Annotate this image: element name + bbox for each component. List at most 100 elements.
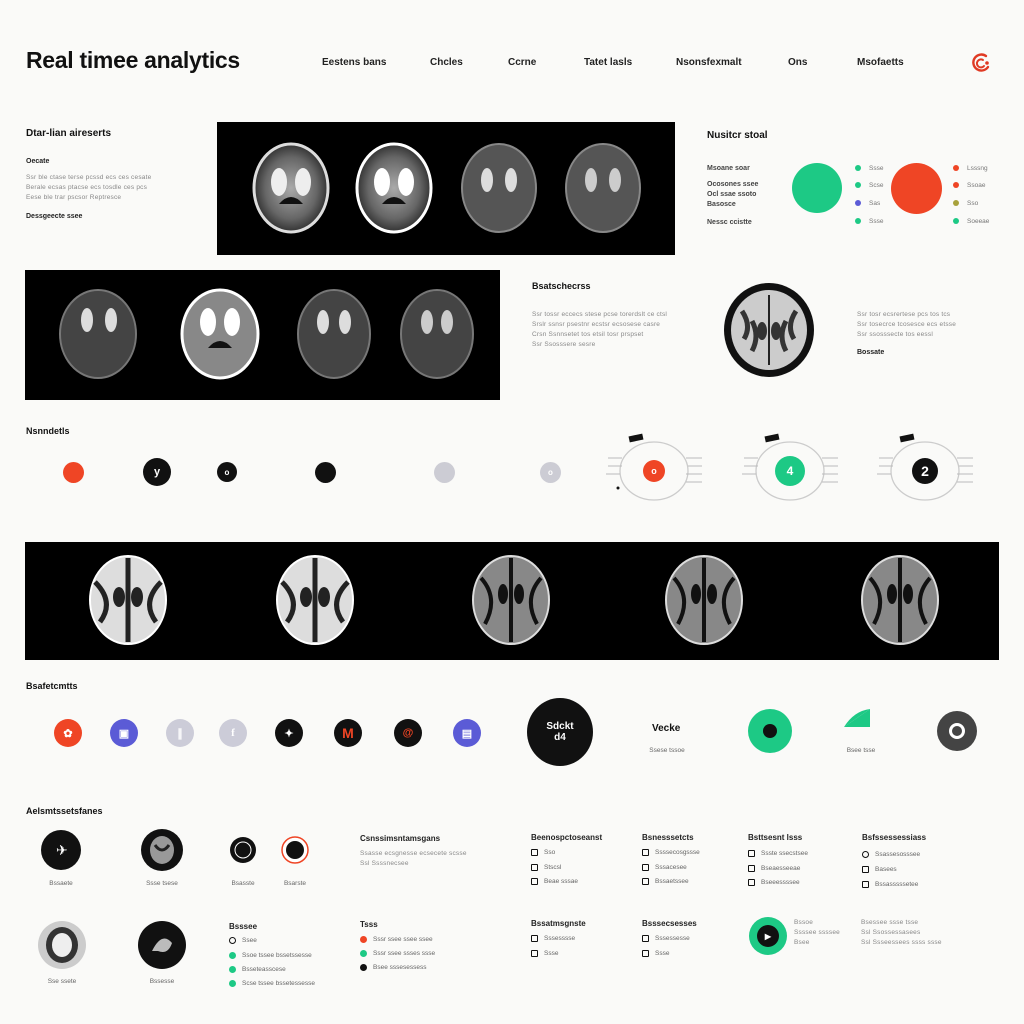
list-item[interactable]: Ssee [229, 937, 257, 944]
avatar-red-ring-icon[interactable] [281, 836, 309, 864]
list-item[interactable]: Basees [862, 866, 897, 873]
facebook-icon[interactable]: f [219, 719, 247, 747]
gray-o-icon[interactable]: o [540, 462, 561, 483]
brain-scan [472, 555, 550, 645]
gray-dot-icon[interactable] [434, 462, 455, 483]
right-info-heading: Nusitcr stoal [707, 130, 768, 141]
thumb-label: Ssse tsese [146, 880, 178, 887]
scan-panel-mid [25, 270, 500, 400]
icon-sublabel: Bsee tsse [846, 747, 876, 754]
brand-logo-icon[interactable] [968, 50, 994, 76]
list-item[interactable]: Bssasssssetee [862, 881, 918, 888]
dial-widget-2[interactable] [740, 433, 840, 503]
avatar[interactable] [41, 830, 81, 870]
left-info-footer: Dessgeecte ssee [26, 213, 83, 220]
avatar-swirl-icon[interactable] [138, 921, 186, 969]
thumb-label: Sse ssete [47, 978, 77, 985]
text-line: Berale ecsas ptacse ecs tosdle ces pcs [26, 184, 148, 191]
mid-info-text: Ssr tossr eccecs stese pcse torerdslt ce… [532, 311, 668, 348]
brain-scan [252, 142, 330, 234]
thumb-label: Bssesse [149, 978, 175, 985]
status-red-circle [891, 163, 942, 214]
list-item[interactable]: Sssesssse [531, 935, 575, 942]
o-icon[interactable]: o [217, 462, 237, 482]
col-title: Bsfssessessiass [862, 833, 927, 842]
list-item[interactable]: Beae sssae [531, 878, 578, 885]
list-item[interactable]: Bssaetssee [642, 878, 689, 885]
list-item[interactable]: Ssoe tssee bssetssesse [229, 952, 312, 959]
twitter-icon[interactable]: ✦ [275, 719, 303, 747]
nav-item-3[interactable]: Ccrne [508, 57, 537, 68]
list-item[interactable]: Ssse [642, 950, 669, 957]
app-icon[interactable]: ▣ [110, 719, 138, 747]
col-title: Beenospctoseanst [531, 833, 603, 842]
right-label: Ocosones ssee [707, 181, 759, 188]
legend-item: Soeeae [953, 218, 989, 225]
right-label: Msoane soar [707, 165, 750, 172]
brain-scan [276, 555, 354, 645]
verb-sublabel: Ssese tssoe [649, 747, 685, 754]
list-item[interactable]: Sssr ssee ssee ssee [360, 936, 433, 943]
col-title: Bsttsesnt lsss [748, 833, 803, 842]
list-item[interactable]: Bsee sssesessess [360, 964, 426, 971]
list-item[interactable]: Bsseteasscese [229, 966, 286, 973]
verb-label: Vecke [652, 723, 681, 734]
brain-scan [180, 288, 260, 380]
featured-button[interactable]: Sdckt d4 [527, 698, 593, 766]
legend-item: Ssse [855, 218, 883, 225]
avatar-brain-icon[interactable] [141, 829, 183, 871]
nav-item-6[interactable]: Ons [788, 57, 808, 68]
nav-item-5[interactable]: Nsonsfexmalt [676, 57, 742, 68]
list-item[interactable]: Bseaesseeae [748, 865, 800, 872]
nav-item-1[interactable]: Eestens bans [322, 57, 387, 68]
m-brand-icon[interactable]: M [334, 719, 362, 747]
list-item[interactable]: Ssssecosgssse [642, 849, 700, 856]
avatar-ring-icon[interactable] [229, 836, 257, 864]
legend-item: Ssoae [953, 182, 985, 189]
list-item[interactable]: Sssr ssee ssses ssse [360, 950, 435, 957]
legend-item: Lsssng [953, 165, 988, 172]
pause-icon[interactable]: ∥ [166, 719, 194, 747]
thumb-label: Bsarste [283, 880, 307, 887]
play-button[interactable]: ▶ [749, 917, 787, 955]
scan-strip-1 [252, 142, 641, 234]
record-icon[interactable] [63, 462, 84, 483]
text-line: Eese ble trar pscsor Reptresce [26, 194, 122, 201]
bottom-heading: Aelsmtssetsfanes [26, 806, 103, 816]
list-item[interactable]: Bseeessssee [748, 879, 800, 886]
green-fan-icon[interactable] [842, 707, 872, 729]
dial-widget-1[interactable] [604, 433, 704, 503]
list-item[interactable]: Scse tssee bssetessesse [229, 980, 315, 987]
brain-scan [461, 143, 537, 233]
list-item[interactable]: Sso [531, 849, 555, 856]
list-item[interactable]: Sssessesse [642, 935, 690, 942]
dial-widget-3[interactable] [875, 433, 975, 503]
q-brand-icon[interactable]: @ [394, 719, 422, 747]
brain-scan [89, 555, 167, 645]
brain-axial-scan [724, 283, 814, 377]
list-item[interactable]: Ssse [531, 950, 558, 957]
dial-value: 2 [921, 463, 929, 479]
nav-item-2[interactable]: Chcles [430, 57, 463, 68]
brain-scan [355, 142, 433, 234]
play-outline-icon[interactable] [937, 711, 977, 751]
col-title: Tsss [360, 920, 378, 929]
nav-item-7[interactable]: Msofaetts [857, 57, 904, 68]
dial-value: 4 [786, 464, 794, 478]
nav-item-4[interactable]: Tatet lasls [584, 57, 633, 68]
y-icon[interactable]: y [143, 458, 171, 486]
list-item[interactable]: Ssassesosssee [862, 851, 920, 858]
share-icon[interactable]: ✿ [54, 719, 82, 747]
doc-icon[interactable]: ▤ [453, 719, 481, 747]
left-info-subhead: Oecate [26, 158, 50, 165]
dot-icon[interactable] [315, 462, 336, 483]
scan-panel-wide [25, 542, 999, 660]
list-item[interactable]: Ssste ssecstsee [748, 850, 808, 857]
avatar-scan-icon[interactable] [38, 921, 86, 969]
legend-item: Scse [855, 182, 883, 189]
green-target-icon[interactable] [748, 709, 792, 753]
brain-scan [861, 555, 939, 645]
list-item[interactable]: Sssacesee [642, 864, 687, 871]
list-item[interactable]: Stscsl [531, 864, 561, 871]
